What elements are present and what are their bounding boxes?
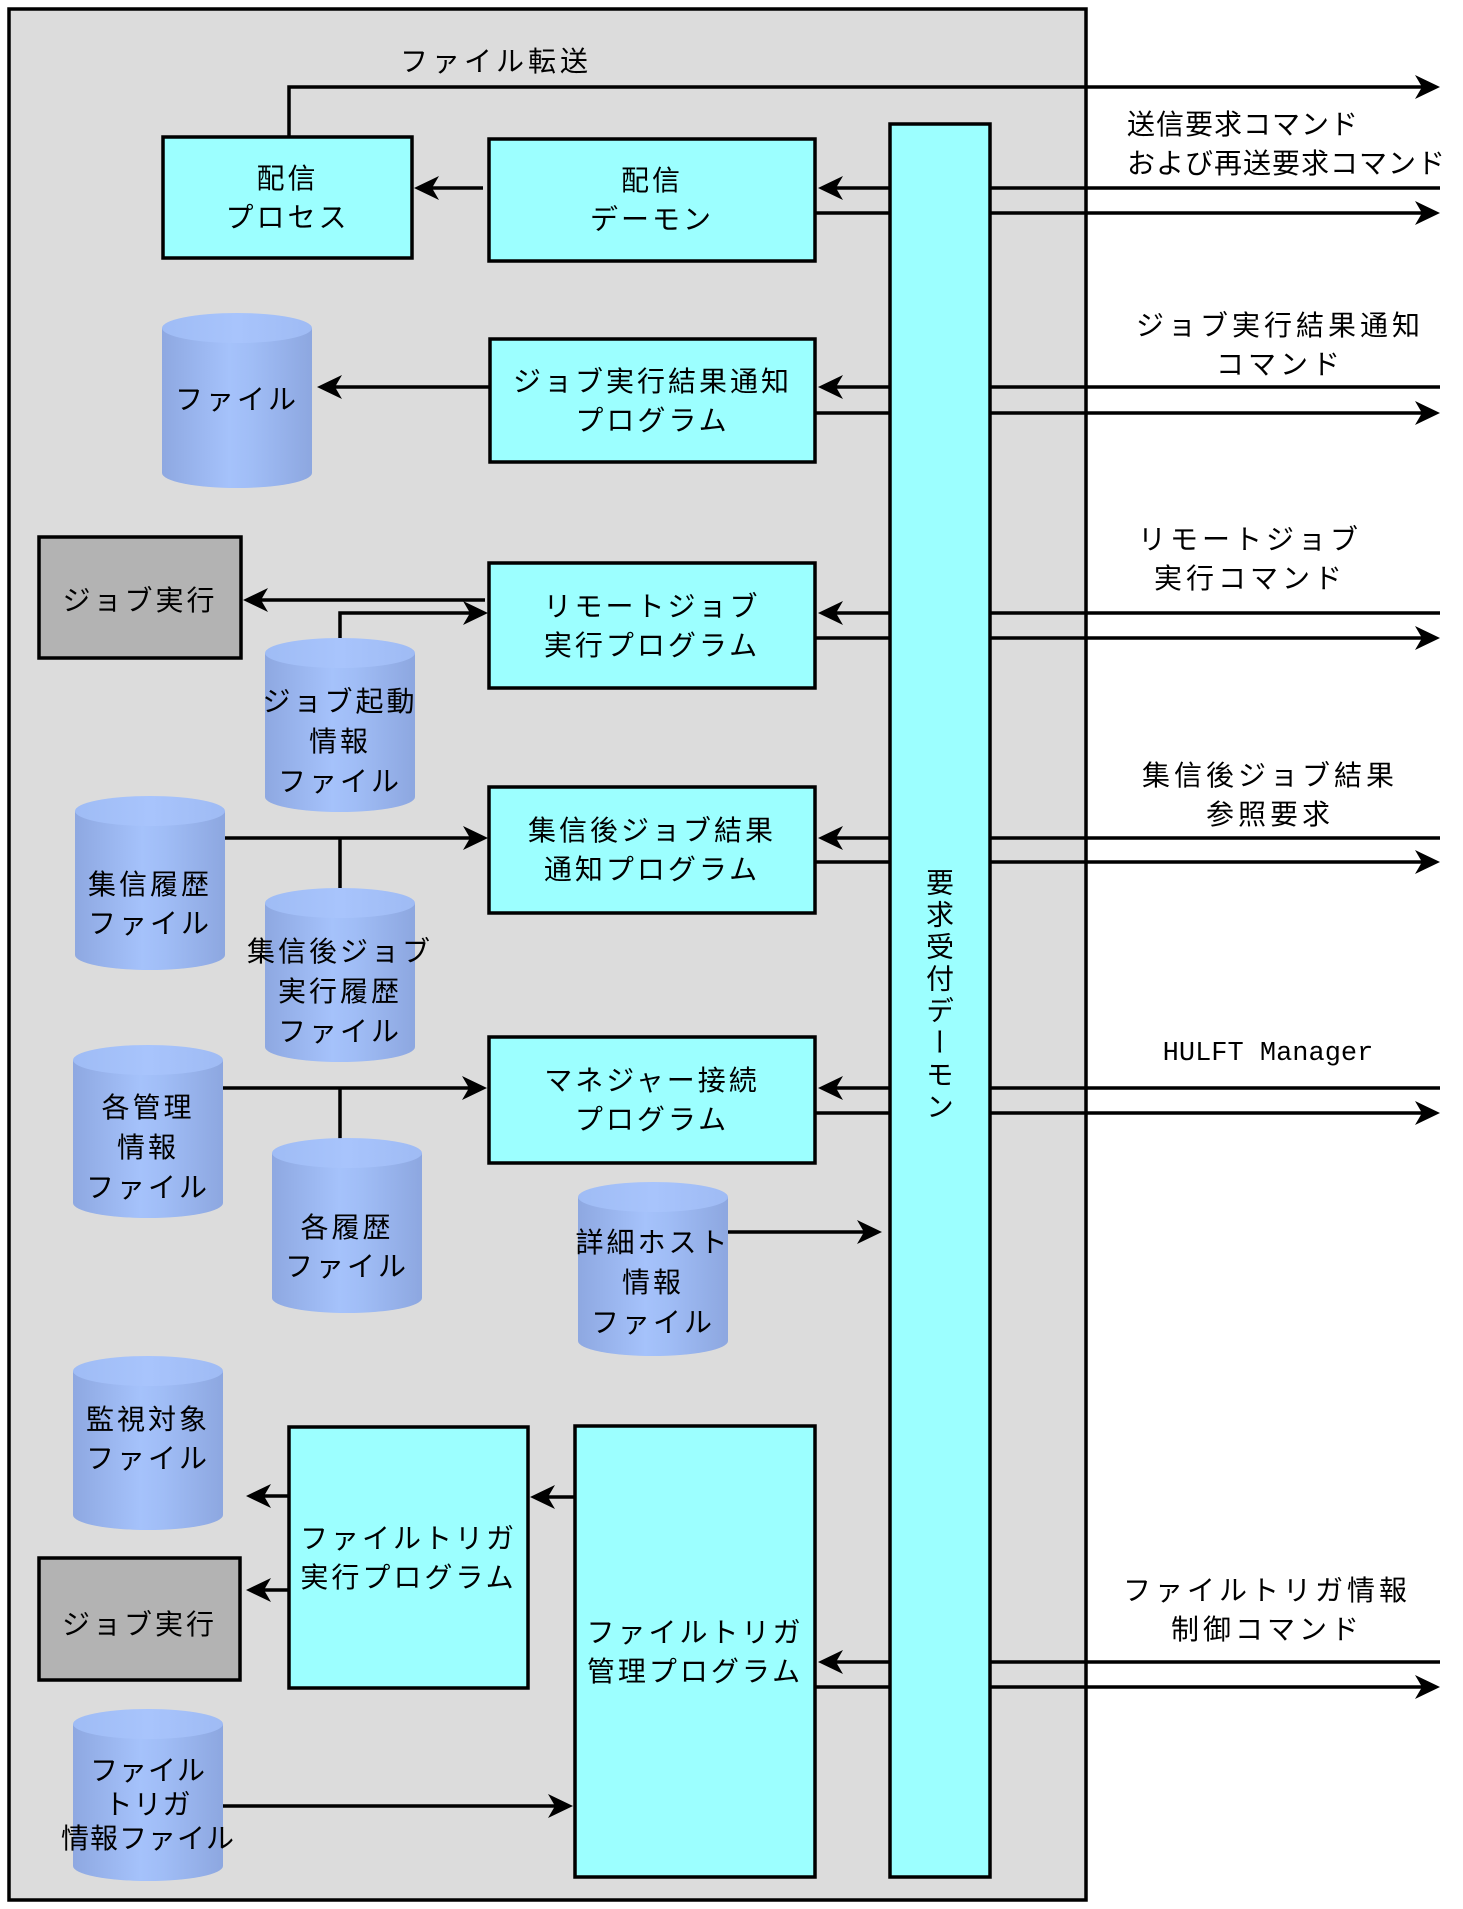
job-start-info-cylinder bbox=[265, 638, 415, 812]
arrow-job-start-info-to-remote bbox=[338, 601, 488, 640]
delivery-daemon-label: 配信 デーモン bbox=[589, 164, 714, 236]
request-daemon-bar bbox=[888, 122, 992, 1879]
monitored-file-label: 監視対象 ファイル bbox=[85, 1403, 210, 1475]
remote-job-label: リモートジョブ 実行プログラム bbox=[543, 589, 761, 662]
job-result-command-label: ジョブ実行結果通知 コマンド bbox=[1135, 309, 1424, 381]
detail-host-info-cylinder bbox=[578, 1182, 728, 1356]
request-daemon-label: 要求受付デーモン bbox=[922, 868, 955, 1124]
file-trigger-manage-label: ファイルトリガ 管理プログラム bbox=[586, 1615, 804, 1688]
job-result-notify-box bbox=[488, 337, 817, 464]
connections bbox=[223, 75, 1440, 1818]
job-start-info-label: ジョブ起動 情報 ファイル bbox=[262, 685, 418, 798]
delivery-process-label: 配信 プロセス bbox=[225, 161, 350, 234]
file-trigger-manage-box bbox=[573, 1424, 817, 1879]
post-receive-job-history-label: 集信後ジョブ 実行履歴 ファイル bbox=[246, 935, 433, 1048]
post-receive-job-history-cylinder bbox=[265, 888, 415, 1062]
file-trigger-exec-label: ファイルトリガ 実行プログラム bbox=[299, 1521, 517, 1594]
file-label: ファイル bbox=[174, 383, 299, 416]
job-result-notify-label: ジョブ実行結果通知 プログラム bbox=[512, 364, 792, 437]
job-exec-box-1 bbox=[37, 535, 243, 660]
receive-history-label: 集信履歴 ファイル bbox=[87, 868, 212, 940]
management-info-label: 各管理 情報 ファイル bbox=[85, 1091, 210, 1204]
monitored-file-cylinder bbox=[73, 1356, 223, 1530]
file-transfer-label: ファイル転送 bbox=[399, 45, 592, 78]
history-label: 各履歴 ファイル bbox=[284, 1211, 409, 1283]
manager-connect-box bbox=[487, 1035, 817, 1165]
job-exec-box-2 bbox=[37, 1556, 242, 1682]
post-receive-job-result-box bbox=[487, 785, 817, 915]
job-exec-label-1: ジョブ実行 bbox=[62, 583, 218, 617]
detail-host-info-label: 詳細ホスト 情報 ファイル bbox=[575, 1226, 731, 1339]
manager-connect-label: マネジャー接続 プログラム bbox=[544, 1064, 760, 1136]
receive-history-cylinder bbox=[75, 796, 225, 970]
file-trigger-command-label: ファイルトリガ情報 制御コマンド bbox=[1122, 1574, 1411, 1646]
history-cylinder bbox=[272, 1138, 422, 1313]
post-receive-job-result-label: 集信後ジョブ結果 通知プログラム bbox=[527, 814, 776, 886]
delivery-process-box bbox=[161, 135, 414, 260]
file-trigger-info-label: ファイル トリガ 情報ファイル bbox=[60, 1754, 235, 1855]
post-receive-reference-label: 集信後ジョブ結果 参照要求 bbox=[1141, 759, 1398, 831]
arrow-file-transfer bbox=[287, 75, 1440, 137]
file-trigger-info-cylinder bbox=[73, 1709, 223, 1881]
job-exec-label-2: ジョブ実行 bbox=[61, 1607, 217, 1641]
file-trigger-exec-box bbox=[287, 1425, 530, 1690]
delivery-daemon-box bbox=[487, 137, 817, 263]
file-cylinder bbox=[162, 313, 312, 488]
send-request-command-label: 送信要求コマンド および再送要求コマンド bbox=[1127, 108, 1447, 180]
remote-job-box bbox=[487, 561, 817, 690]
hulft-manager-label: HULFT Manager bbox=[1162, 1039, 1374, 1069]
management-info-cylinder bbox=[73, 1045, 223, 1218]
remote-job-command-label: リモートジョブ 実行コマンド bbox=[1137, 523, 1362, 595]
